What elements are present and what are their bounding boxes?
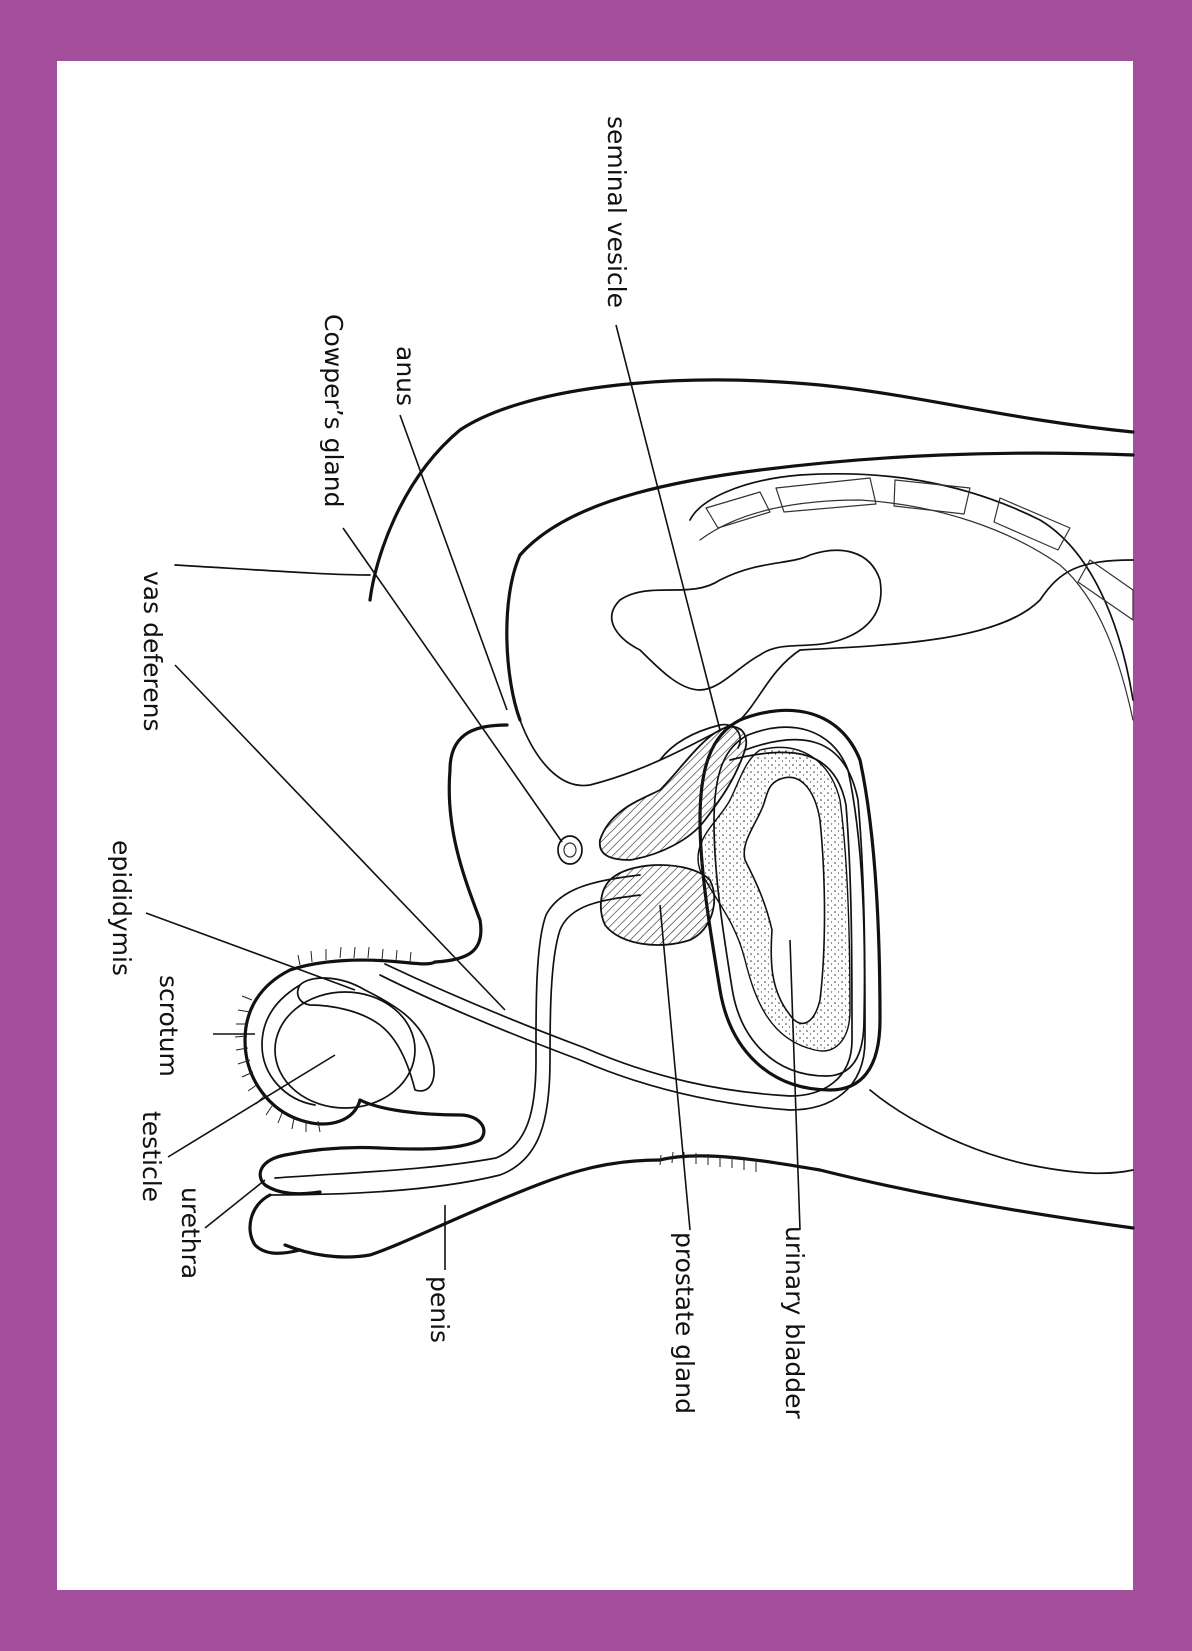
vertebra-4 xyxy=(994,498,1070,550)
penis-outline-upper xyxy=(285,1100,484,1155)
penis-glans xyxy=(260,1155,320,1194)
leader-urethra xyxy=(205,1180,265,1228)
rectum-inner xyxy=(520,560,1133,786)
scrotal-hair xyxy=(235,947,756,1172)
label-scrotum: scrotum xyxy=(154,975,183,1077)
label-urethra: urethra xyxy=(176,1187,205,1279)
label-epididymis: epididymis xyxy=(107,840,136,976)
urethra-tube-lower xyxy=(275,875,640,1178)
colon-folds xyxy=(612,550,881,690)
vertebra-2 xyxy=(776,478,876,512)
belly-line xyxy=(870,1090,1133,1173)
perineum-outline xyxy=(435,725,507,962)
leader-cowpers-gland xyxy=(343,528,562,842)
label-cowpers-gland: Cowper’s gland xyxy=(319,314,348,508)
back-line xyxy=(175,565,370,575)
leader-prostate-gland xyxy=(660,905,690,1230)
cowpers-gland-core xyxy=(564,843,576,857)
label-vas-deferens: vas deferens xyxy=(138,571,167,732)
buttock-back-outline xyxy=(370,380,1133,600)
label-anus: anus xyxy=(391,346,420,406)
vertebra-3 xyxy=(894,480,970,514)
diagram-card: seminal vesicle anus Cowper’s gland vas … xyxy=(57,61,1133,1590)
groin-outline xyxy=(285,1156,1133,1257)
scrotum-inner xyxy=(262,985,315,1105)
vertebra-5 xyxy=(1078,560,1133,620)
label-urinary-bladder: urinary bladder xyxy=(780,1226,809,1420)
prostate-gland-shape xyxy=(601,865,714,945)
rectum-outline xyxy=(507,453,1133,720)
label-penis: penis xyxy=(425,1276,454,1343)
leader-anus xyxy=(400,415,507,710)
penis-outline-lower xyxy=(250,1195,300,1253)
leader-seminal-vesicle xyxy=(616,325,720,730)
label-seminal-vesicle: seminal vesicle xyxy=(602,116,631,308)
label-testicle: testicle xyxy=(137,1111,166,1202)
label-prostate-gland: prostate gland xyxy=(670,1232,699,1414)
